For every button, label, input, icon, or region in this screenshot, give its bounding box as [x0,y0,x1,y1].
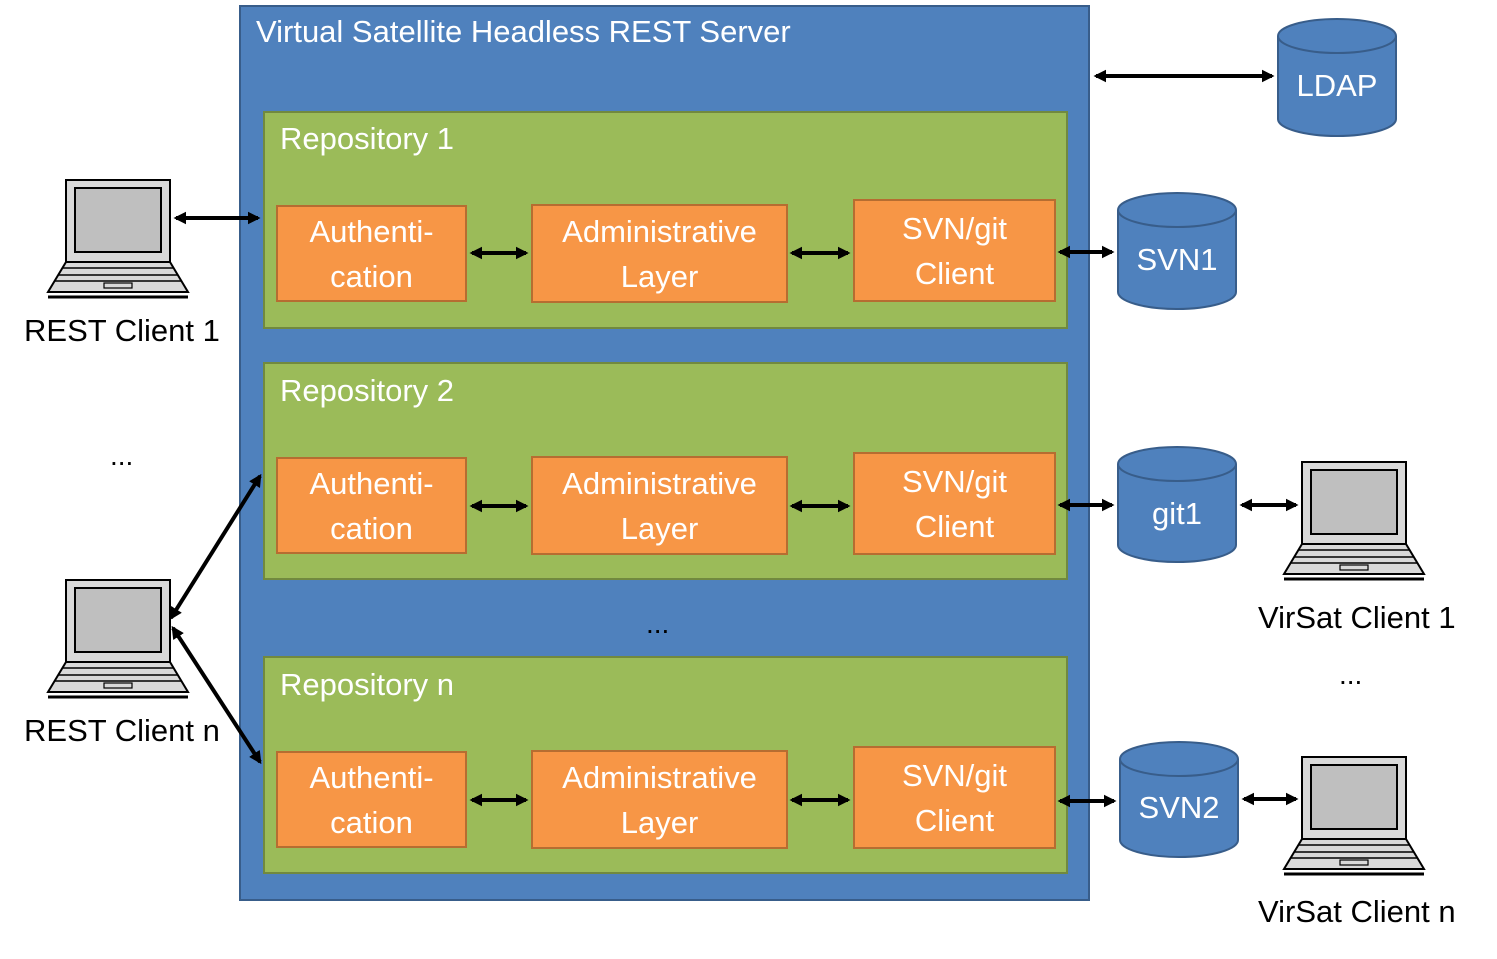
database-ldap-label: LDAP [1296,68,1378,103]
database-svn1-label: SVN1 [1136,242,1218,277]
repository-1-authentication: Authenti- cation [276,205,467,302]
rest-client-n-label: REST Client n [24,713,220,748]
rest-client-1-laptop-icon [46,178,190,299]
repository-2-vcs-client: SVN/git Client [853,452,1056,555]
repository-1-administrative-layer: Administrative Layer [531,204,788,303]
repository-2-administrative-layer: Administrative Layer [531,456,788,555]
virsat-client-1-laptop-icon [1282,460,1426,581]
database-git1-label: git1 [1152,496,1202,531]
server-title: Virtual Satellite Headless REST Server [256,14,791,49]
repository-n-vcs-client: SVN/git Client [853,746,1056,849]
repository-1-title: Repository 1 [280,121,455,156]
repository-n-title: Repository n [280,667,455,702]
repository-1-vcs-client: SVN/git Client [853,199,1056,302]
database-svn2-label: SVN2 [1138,790,1220,825]
rest-client-1-label: REST Client 1 [24,313,220,348]
repository-2-authentication: Authenti- cation [276,457,467,554]
repository-2-title: Repository 2 [280,373,455,408]
rest-client-n-laptop-icon [46,578,190,699]
virsat-client-n-laptop-icon [1282,755,1426,876]
virsat-client-n-label: VirSat Client n [1258,894,1456,929]
virsat-client-ellipsis: ... [1339,659,1363,690]
database-arrows [1057,69,1299,808]
repository-n-administrative-layer: Administrative Layer [531,750,788,849]
repository-n-authentication: Authenti- cation [276,751,467,848]
virsat-client-1-label: VirSat Client 1 [1258,600,1456,635]
rest-client-ellipsis: ... [110,440,134,471]
repository-ellipsis: ... [646,608,670,639]
